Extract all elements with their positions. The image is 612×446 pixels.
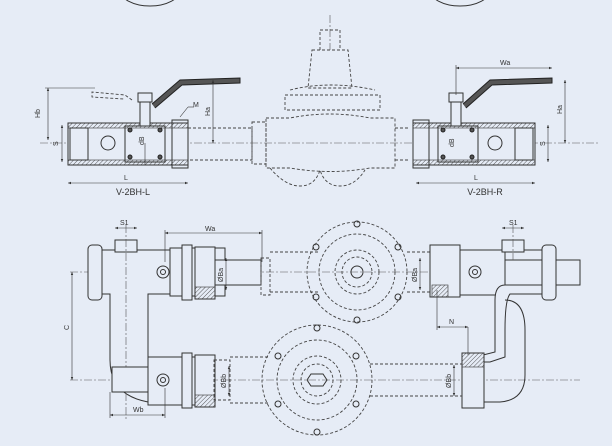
dim-l-label: L <box>124 175 128 182</box>
dim-ha-label-right: Ha <box>557 105 564 114</box>
dim-s-label: S <box>53 141 60 146</box>
dim-hb-label: Hb <box>35 109 42 118</box>
hex-nut <box>541 244 557 301</box>
dim-db-label: dB <box>139 136 146 145</box>
upper-regulator-flange <box>306 221 408 323</box>
dim-wa-label: Wa <box>500 60 510 67</box>
dim-ha-label: Ha <box>205 107 212 116</box>
pressure-regulator-dashed <box>188 15 410 187</box>
lever-handle <box>462 77 553 109</box>
hex-nut <box>87 244 103 301</box>
dim-dba-left-label: ØBa <box>218 268 225 282</box>
left-valve-caption: V-2BH-L <box>116 187 150 197</box>
dim-dba-right-label: ØBa <box>412 268 419 282</box>
ball-port-icon <box>100 135 116 151</box>
dim-n-label: N <box>449 319 454 326</box>
dim-wb-label: Wb <box>133 407 144 414</box>
dim-s1-right-label: S1 <box>509 220 518 227</box>
dim-m-label: M <box>193 102 199 109</box>
dim-c-label: C <box>64 325 71 330</box>
dim-s-label-right: S <box>540 141 547 146</box>
left-ball-valve: Hb S L V-2BH-L M Ha dB <box>35 77 600 197</box>
manifold-top-view: S1 Wa ØBa ØBa S1 <box>64 220 581 436</box>
clipped-top-shapes <box>125 0 485 7</box>
dim-l-label-right: L <box>474 175 478 182</box>
dim-wa-bottom-label: Wa <box>205 226 215 233</box>
right-valve-caption: V-2BH-R <box>467 187 503 197</box>
dim-db-label-right: dB <box>449 138 456 147</box>
dim-dbb-right-label: ØBb <box>446 374 453 388</box>
lever-handle <box>151 77 241 109</box>
ball-port-icon <box>487 135 503 151</box>
lever-handle-alt-position <box>91 91 133 101</box>
right-ball-valve: Wa Ha S L V-2BH-R dB <box>412 60 567 197</box>
dim-dbb-left-label: ØBb <box>221 374 228 388</box>
dim-s1-left-label: S1 <box>120 220 129 227</box>
